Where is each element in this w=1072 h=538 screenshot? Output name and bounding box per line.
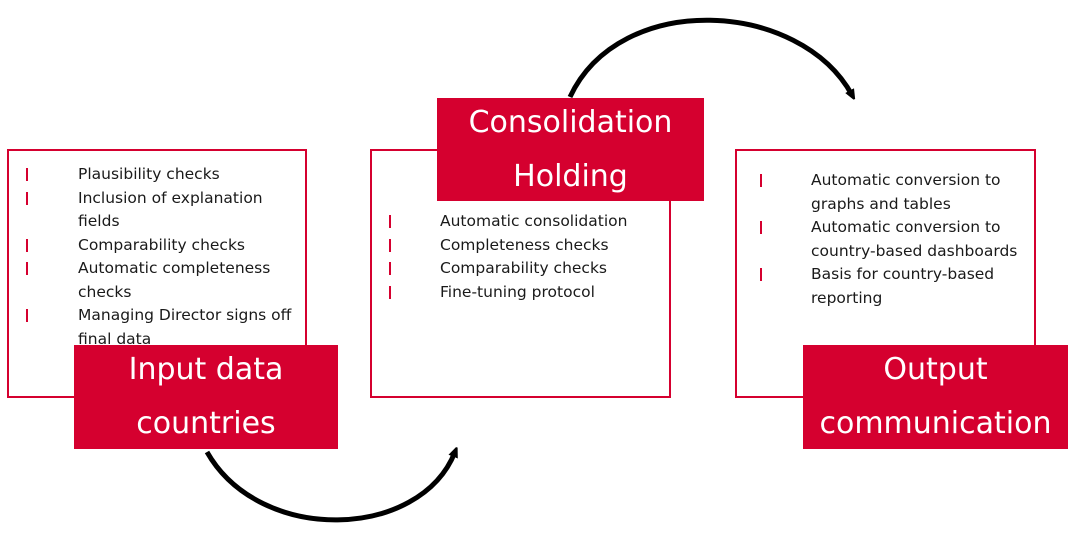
list-item: Inclusion of explanation fields [26, 187, 303, 234]
input-checks-list: Plausibility checks Inclusion of explana… [26, 163, 303, 351]
stage-title-output: Output communication [803, 345, 1068, 449]
arrow-top [567, 17, 852, 97]
title-line: Input data [128, 352, 284, 387]
list-item: Automatic conversion to country-based da… [760, 216, 1021, 263]
list-item: Fine-tuning protocol [389, 281, 665, 305]
list-item: Basis for country-based reporting [760, 263, 1021, 310]
stage-box-input: Plausibility checks Inclusion of explana… [7, 149, 307, 398]
title-line: Consolidation [468, 104, 673, 140]
arrow-bottom [204, 452, 455, 523]
output-list: Automatic conversion to graphs and table… [760, 169, 1021, 310]
list-item: Completeness checks [389, 234, 665, 258]
title-line: Output [883, 352, 988, 387]
list-item: Automatic conversion to graphs and table… [760, 169, 1021, 216]
list-item: Managing Director signs off final data [26, 304, 303, 351]
list-item: Automatic completeness checks [26, 257, 303, 304]
title-line: communication [819, 406, 1052, 441]
stage-title-consolidation: Consolidation Holding [437, 98, 704, 201]
consolidation-list: Automatic consolidation Completeness che… [389, 210, 665, 305]
title-line: countries [136, 406, 276, 441]
list-item: Comparability checks [389, 257, 665, 281]
list-item: Comparability checks [26, 234, 303, 258]
list-item: Automatic consolidation [389, 210, 665, 234]
list-item: Plausibility checks [26, 163, 303, 187]
stage-title-input: Input data countries [74, 345, 338, 449]
title-line: Holding [513, 158, 628, 194]
